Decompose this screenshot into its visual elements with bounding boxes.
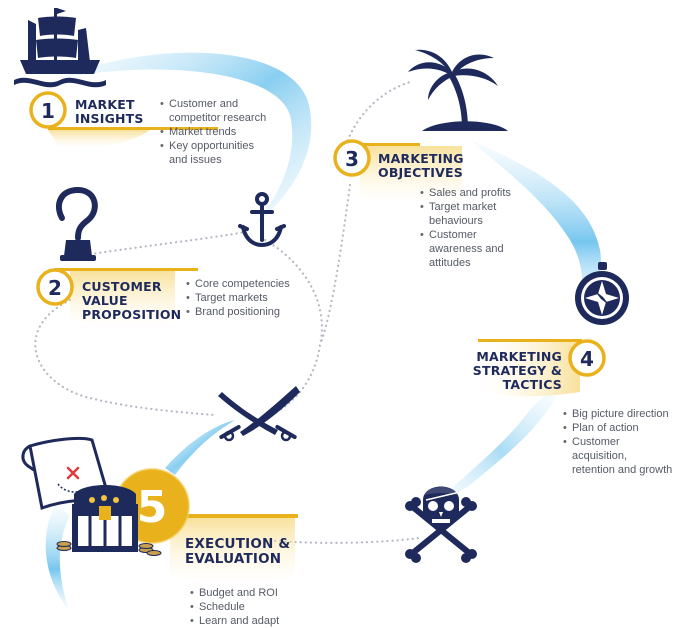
path-ribbon-segment (45, 505, 70, 612)
bullet-line: Customer and (169, 98, 239, 110)
step-accent-fade (480, 342, 580, 397)
anchor-icon (238, 192, 286, 248)
title-line: MARKET (75, 97, 135, 112)
step-5-bullets: Budget and ROI Schedule Learn and adapt (190, 586, 279, 628)
bullet-item: Target market behaviours (420, 200, 511, 228)
bullet-item: Sales and profits (420, 186, 511, 200)
bullet-line: Key opportunities (169, 140, 254, 152)
bullet-line: Big picture direction (572, 408, 669, 420)
bullet-line: Customer acquisition, (572, 436, 628, 462)
bullet-item: Brand positioning (186, 305, 290, 319)
step-4-bullets: Big picture direction Plan of action Cus… (563, 407, 675, 477)
number-badge-1: 1 (29, 91, 67, 129)
ship-icon (14, 8, 106, 88)
title-line: OBJECTIVES (378, 165, 463, 180)
step-2-title: CUSTOMER VALUE PROPOSITION (82, 280, 181, 322)
bullet-line: Brand positioning (195, 306, 281, 318)
title-line: VALUE (82, 293, 128, 308)
compass-icon (575, 262, 629, 325)
step-1-bullets: Customer and competitor research Market … (160, 97, 266, 167)
bullet-line: Schedule (199, 601, 245, 613)
bullet-line: Core competencies (195, 278, 290, 290)
step-2-bullets: Core competencies Target markets Brand p… (186, 277, 290, 319)
bullet-line: Target market (429, 201, 497, 213)
bullet-item: Budget and ROI (190, 586, 279, 600)
title-line: MARKETING (476, 349, 562, 364)
bullet-line: Learn and adapt (199, 615, 280, 627)
crossed-swords-icon (218, 386, 300, 442)
dotted-route (263, 238, 323, 412)
skull-crossbones-icon (405, 486, 477, 563)
step-number: 4 (580, 347, 594, 371)
step-5-title: EXECUTION & EVALUATION (185, 537, 290, 567)
treasure-chest-icon (56, 485, 162, 556)
palm-island-icon (408, 49, 508, 131)
bullet-line: Sales and profits (429, 187, 511, 199)
dotted-route (83, 230, 247, 257)
step-accent-fade (48, 130, 150, 149)
bullet-item: Customer awareness and attitudes (420, 228, 511, 270)
number-badge-2: 2 (36, 268, 74, 306)
bullet-line: Budget and ROI (199, 587, 278, 599)
dotted-route (318, 183, 352, 347)
bullet-item: Plan of action (563, 421, 675, 435)
title-line: TACTICS (502, 377, 562, 392)
number-badge-4: 4 (568, 339, 606, 377)
number-badge-3: 3 (333, 139, 371, 177)
step-accent-fade (170, 518, 295, 584)
bullet-line: behaviours (429, 215, 483, 227)
bullet-line: Target markets (195, 292, 268, 304)
step-accent-bar (180, 514, 298, 518)
dotted-route (34, 298, 217, 417)
bullet-line: Plan of action (572, 422, 639, 434)
step-accent-bar (478, 339, 582, 342)
bullet-line: retention and growth (572, 464, 673, 476)
bullet-line: Market trends (169, 126, 237, 138)
title-line: EXECUTION & (185, 536, 291, 552)
bullet-line: and issues (169, 154, 222, 166)
bullet-item: Big picture direction (563, 407, 675, 421)
bullet-item: Market trends (160, 125, 266, 139)
bullet-item: Learn and adapt (190, 614, 279, 628)
bullet-item: Customer acquisition, retention and grow… (563, 435, 675, 477)
step-accent-fade (70, 271, 175, 329)
path-ribbon-segment (165, 420, 235, 475)
title-line: STRATEGY & (472, 363, 562, 378)
title-line: PROPOSITION (82, 307, 182, 322)
bullet-item: Target markets (186, 291, 290, 305)
step-number: 3 (345, 147, 359, 171)
path-ribbon-segment (435, 390, 560, 505)
title-line: MARKETING (378, 151, 464, 166)
step-4-title: MARKETING STRATEGY & TACTICS (462, 350, 562, 392)
bullet-line: competitor research (169, 112, 267, 124)
title-line: EVALUATION (185, 551, 282, 567)
bullet-item: Core competencies (186, 277, 290, 291)
step-number: 5 (137, 482, 168, 533)
step-1-title: MARKET INSIGHTS (75, 98, 144, 126)
step-3-title: MARKETING OBJECTIVES (378, 152, 464, 180)
step-number: 2 (48, 276, 62, 300)
step-3-bullets: Sales and profits Target market behaviou… (420, 186, 511, 270)
title-line: INSIGHTS (75, 111, 144, 126)
step-accent-bar (55, 268, 198, 271)
hook-icon (56, 186, 98, 261)
step-number: 1 (41, 99, 55, 123)
bullet-line: awareness and (429, 243, 504, 255)
bullet-item: Schedule (190, 600, 279, 614)
bullet-line: attitudes (429, 257, 471, 269)
bullet-line: Customer (429, 229, 477, 241)
bullet-item: Customer and competitor research (160, 97, 266, 125)
bullet-item: Key opportunities and issues (160, 139, 266, 167)
title-line: CUSTOMER (82, 279, 162, 294)
